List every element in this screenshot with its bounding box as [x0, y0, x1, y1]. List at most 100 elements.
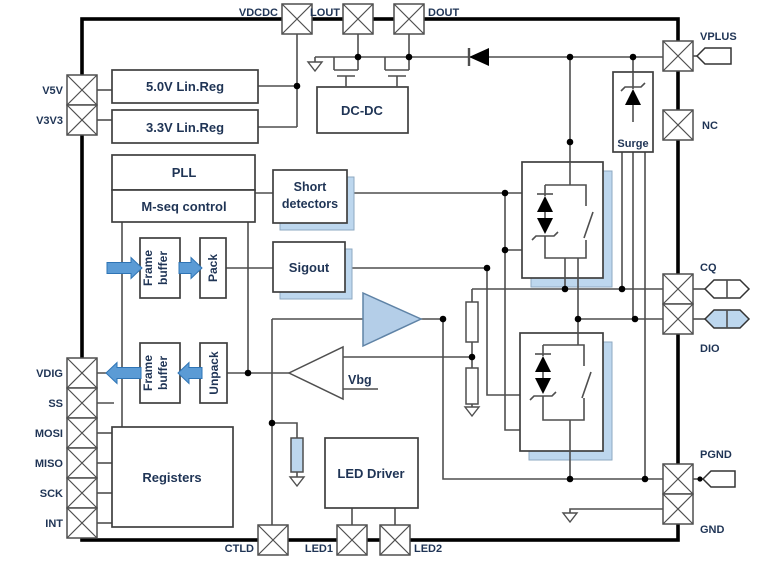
pin-led1: [336, 524, 368, 556]
pin-mosi: [66, 417, 98, 449]
pin-dio-label: DIO: [700, 343, 720, 355]
ground-icon: [288, 476, 306, 488]
pack-label: Pack: [206, 254, 220, 282]
frame-buffer-rx-label-1: Frame: [141, 355, 155, 391]
dio-connector-icon: [703, 309, 751, 329]
surge-label: Surge: [617, 138, 648, 150]
switch-blade: [581, 371, 592, 399]
frame-buffer-rx-label-2: buffer: [156, 356, 170, 390]
switch-blade: [583, 211, 594, 239]
block-pll: [111, 154, 256, 191]
ground-icon: [306, 61, 324, 73]
pins: [66, 3, 694, 556]
pin-dout: [393, 3, 425, 35]
pin-led2-label: LED2: [414, 543, 442, 555]
block-led-driver: [324, 437, 419, 509]
cq-connector-icon: [703, 279, 751, 299]
sigout-label: Sigout: [289, 260, 330, 275]
block-registers: [111, 426, 234, 528]
pin-vdig: [66, 357, 98, 389]
block-linreg5: [111, 69, 259, 104]
linreg5-label: 5.0V Lin.Reg: [146, 79, 224, 94]
vplus-connector-icon: [695, 47, 732, 65]
mosfet-pair: [333, 57, 410, 87]
pll-label: PLL: [172, 165, 197, 180]
pin-nc-label: NC: [702, 120, 718, 132]
pin-sck-label: SCK: [40, 488, 63, 500]
pin-led2: [379, 524, 411, 556]
pin-mosi-label: MOSI: [35, 428, 63, 440]
block-unpack: [199, 342, 228, 404]
pin-nc: [662, 109, 694, 141]
clamp-diode-down: [537, 218, 553, 234]
pin-v3v3: [66, 104, 98, 136]
line-driver-amp-icon: [362, 291, 423, 348]
pin-vdig-label: VDIG: [36, 368, 63, 380]
pin-sck: [66, 477, 98, 509]
arrow-frame-buffer-rx-out-icon: [105, 361, 142, 385]
block-dcdc: [316, 86, 409, 134]
pin-cq-label: CQ: [700, 262, 717, 274]
vbg-label: Vbg: [348, 373, 372, 387]
pin-int: [66, 507, 98, 539]
wire: [272, 422, 298, 438]
block-mseq-control: [111, 189, 256, 223]
short-detectors-label-1: Short: [294, 180, 327, 194]
pin-v5v: [66, 74, 98, 106]
clamp-diode-up: [537, 196, 553, 212]
frame-buffer-tx-label-1: Frame: [141, 250, 155, 286]
pin-v3v3-label: V3V3: [36, 115, 63, 127]
pgnd-connector-icon: [701, 470, 736, 488]
wire: [486, 268, 520, 396]
registers-label: Registers: [142, 470, 201, 485]
arrow-into-frame-buffer-tx-icon: [106, 256, 143, 280]
ground-icon: [561, 512, 579, 524]
block-sigout: [272, 241, 346, 293]
arrow-unpack-to-frame-buffer-icon: [177, 361, 203, 385]
dcdc-label: DC-DC: [341, 103, 383, 118]
block-linreg3: [111, 109, 259, 144]
pin-dout-label: DOUT: [428, 7, 459, 19]
pin-vplus-label: VPLUS: [700, 31, 737, 43]
pin-pgnd: [662, 463, 694, 495]
wire-pgnd-rail: [442, 319, 663, 480]
block-labels: 5.0V Lin.Reg 3.3V Lin.Reg PLL M-seq cont…: [141, 79, 649, 485]
surge-zener-diode-icon: [620, 72, 646, 122]
pin-ctld-label: CTLD: [225, 543, 254, 555]
pin-vdcdc: [281, 3, 313, 35]
external-connectors: [695, 47, 751, 488]
pin-miso: [66, 447, 98, 479]
driver2-clamp-and-switch: [529, 344, 592, 479]
driver1-clamp-and-switch: [531, 162, 594, 345]
block-driver2: [519, 332, 604, 452]
block-short-detectors: [272, 169, 348, 224]
led-driver-label: LED Driver: [337, 466, 404, 481]
frame-buffer-tx-label-2: buffer: [156, 251, 170, 285]
pin-int-label: INT: [45, 518, 63, 530]
receive-comparator-icon: [287, 345, 344, 401]
arrow-frame-buffer-to-pack-icon: [178, 256, 203, 280]
pin-lout-label: LOUT: [310, 7, 340, 19]
pin-led1-label: LED1: [305, 543, 333, 555]
mseq-label: M-seq control: [141, 199, 226, 214]
pin-lout: [342, 3, 374, 35]
pin-ss-label: SS: [48, 398, 63, 410]
pin-miso-label: MISO: [35, 458, 64, 470]
wire-gnd: [569, 508, 663, 513]
divider-resistor-bottom: [465, 367, 479, 405]
ground-icon: [463, 406, 481, 418]
pin-v5v-label: V5V: [42, 85, 63, 97]
pin-gnd: [662, 493, 694, 525]
pin-pgnd-label: PGND: [700, 449, 732, 461]
unpack-label: Unpack: [207, 351, 221, 395]
pin-cq: [662, 273, 694, 305]
block-frame-buffer-tx: [139, 237, 181, 299]
divider-resistor-top: [465, 301, 479, 343]
dataflow-arrows: [105, 256, 203, 385]
block-pack: [199, 237, 227, 299]
pin-ss: [66, 387, 98, 419]
junction-dots: [244, 53, 703, 483]
clamp-diode-up: [535, 356, 551, 372]
clamp-diode-down: [535, 378, 551, 394]
